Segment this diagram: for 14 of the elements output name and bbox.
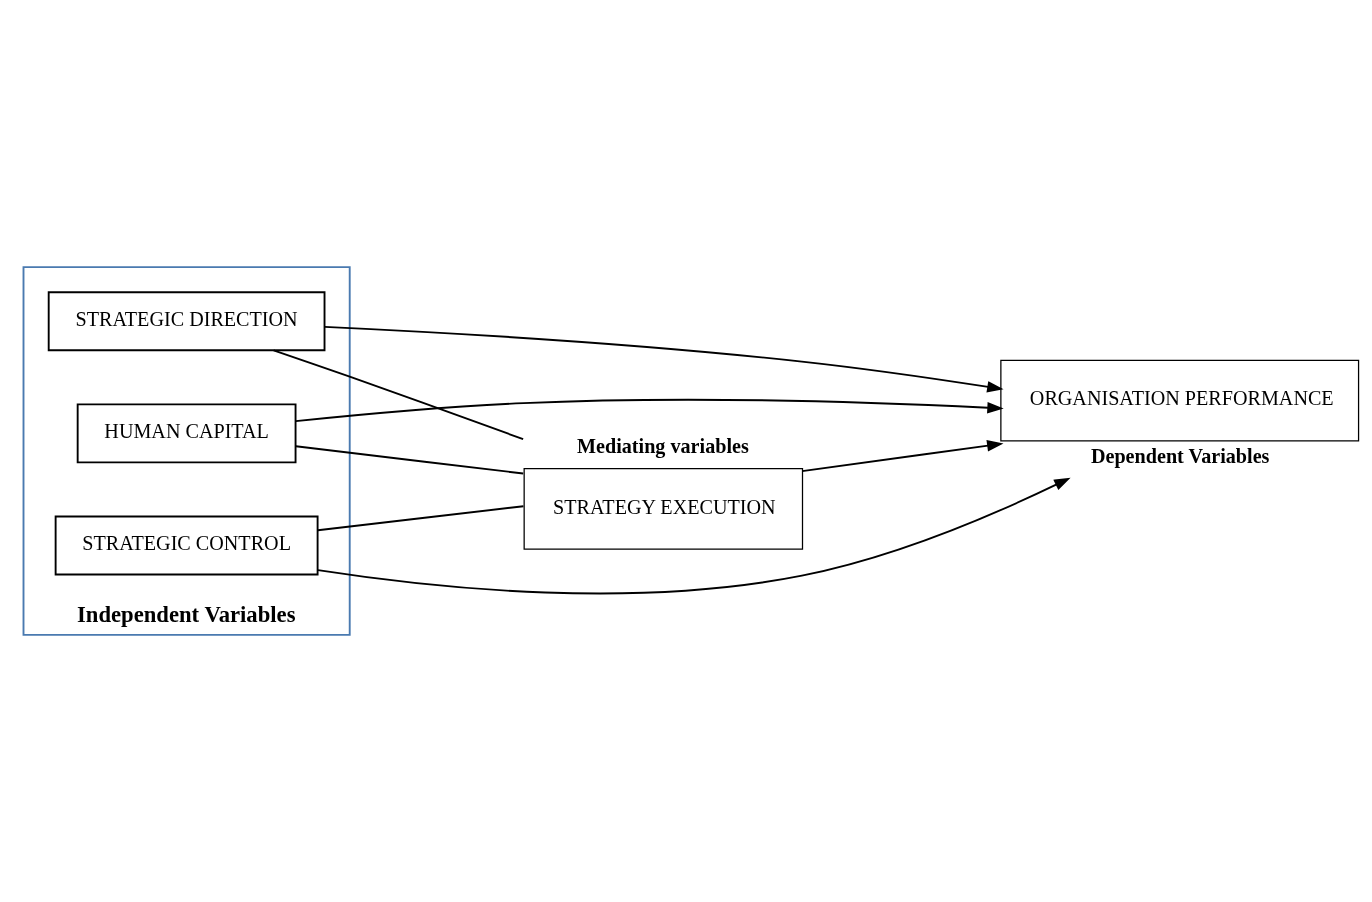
node-box: STRATEGY EXECUTION: [523, 468, 804, 550]
node-box: HUMAN CAPITAL: [76, 403, 297, 464]
connector: [272, 349, 525, 441]
arrow: [801, 440, 1004, 473]
node-box: ORGANISATION PERFORMANCE: [1000, 359, 1360, 442]
arrow: [294, 398, 1004, 423]
arrow: [323, 325, 1004, 393]
connector: [294, 445, 525, 475]
node-label: Dependent Variables: [1090, 445, 1270, 468]
arrow: [317, 477, 1071, 595]
node-label: Mediating variables: [577, 435, 749, 458]
node-box: STRATEGIC CONTROL: [54, 515, 319, 576]
node-box: STRATEGIC DIRECTION: [47, 291, 326, 352]
connector: [316, 505, 525, 532]
